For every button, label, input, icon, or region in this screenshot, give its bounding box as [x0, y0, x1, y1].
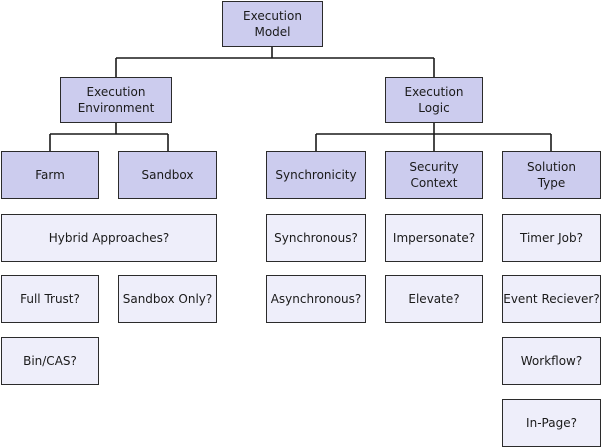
execution-model-node: Execution Model: [222, 1, 323, 47]
sandbox-node: Sandbox: [118, 151, 217, 199]
synchronicity-node: Synchronicity: [266, 151, 366, 199]
option-full-trust: Full Trust?: [1, 275, 99, 323]
farm-node: Farm: [1, 151, 99, 199]
option-event-receiver: Event Reciever?: [502, 275, 601, 323]
option-bin-cas: Bin/CAS?: [1, 337, 99, 385]
execution-logic-node: Execution Logic: [385, 77, 483, 123]
option-impersonate: Impersonate?: [385, 214, 483, 262]
security-context-node: Security Context: [385, 151, 483, 199]
option-hybrid-approaches: Hybrid Approaches?: [1, 214, 217, 262]
solution-type-node: Solution Type: [502, 151, 601, 199]
option-elevate: Elevate?: [385, 275, 483, 323]
option-asynchronous: Asynchronous?: [266, 275, 366, 323]
option-in-page: In-Page?: [502, 399, 601, 447]
option-synchronous: Synchronous?: [266, 214, 366, 262]
execution-environment-node: Execution Environment: [60, 77, 172, 123]
option-timer-job: Timer Job?: [502, 214, 601, 262]
option-sandbox-only: Sandbox Only?: [118, 275, 217, 323]
option-workflow: Workflow?: [502, 337, 601, 385]
